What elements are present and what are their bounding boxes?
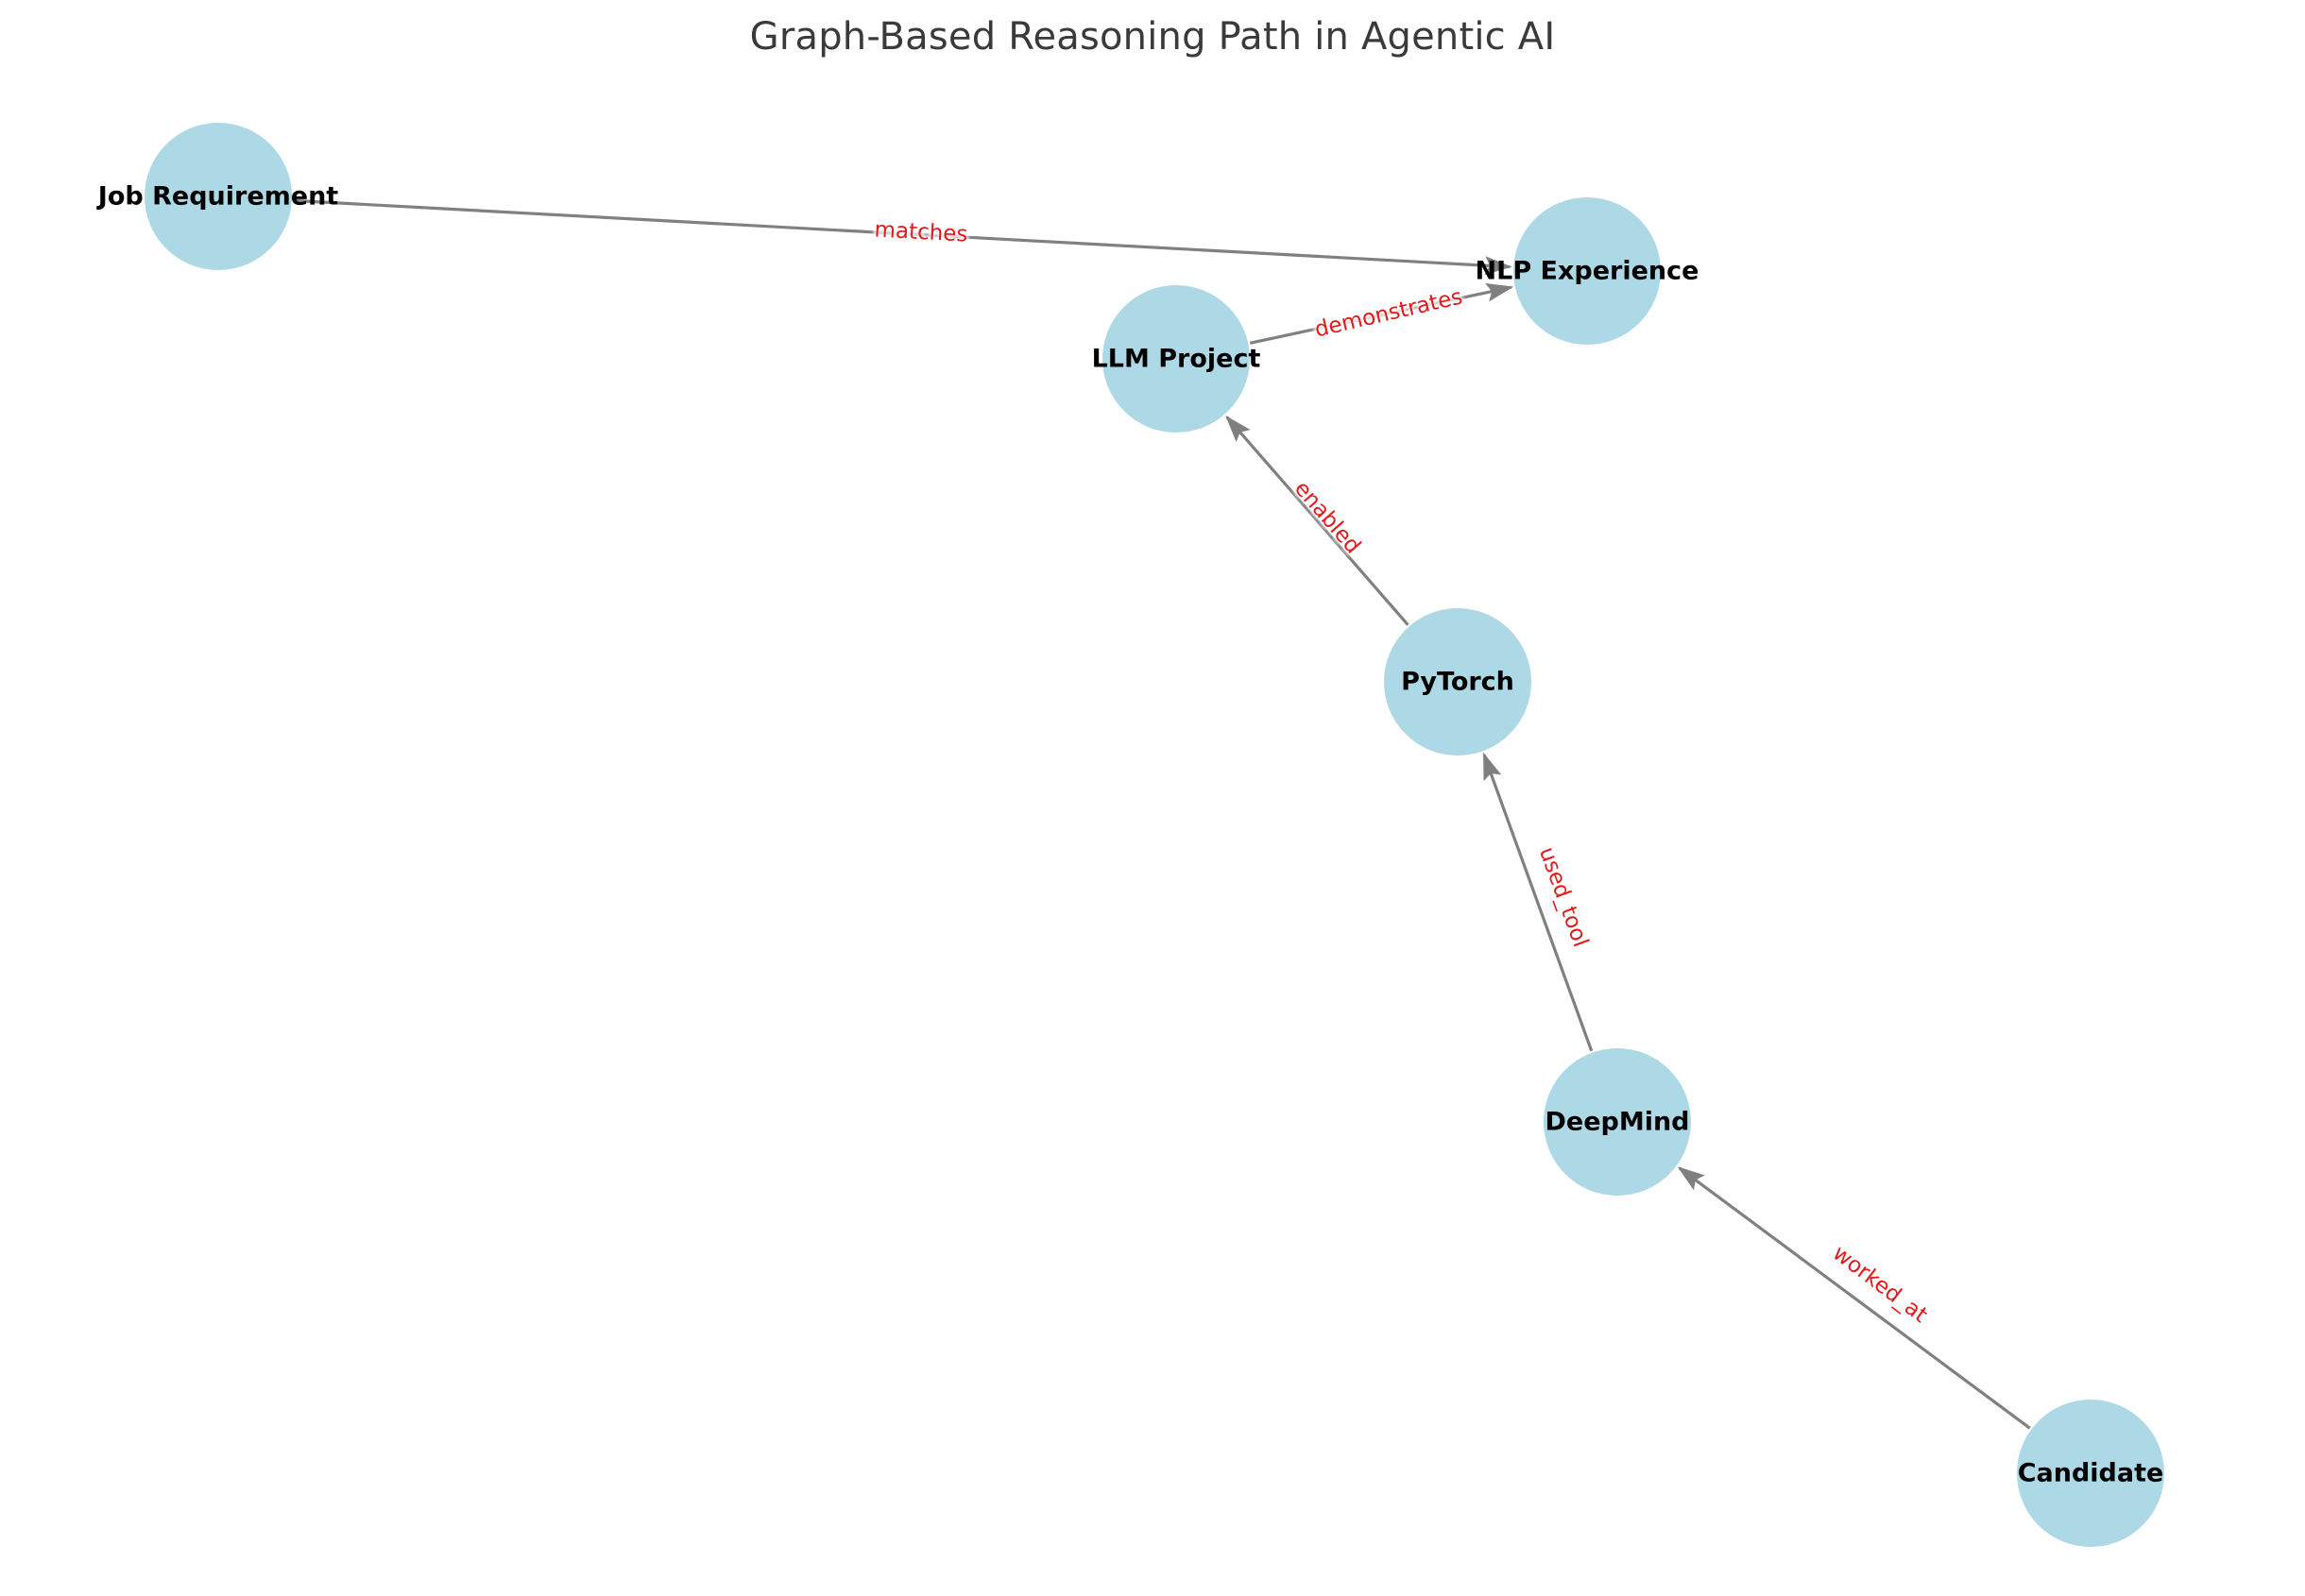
graph-edge bbox=[1249, 282, 1514, 345]
node-label-pytorch: PyTorch bbox=[1401, 667, 1514, 697]
graph-node-nlp-experience[interactable] bbox=[1513, 197, 1661, 345]
graph-node-candidate[interactable] bbox=[2017, 1400, 2164, 1547]
edge-label-matches: matches bbox=[873, 217, 969, 247]
node-label-candidate: Candidate bbox=[2017, 1458, 2164, 1488]
page-title: Graph-Based Reasoning Path in Agentic AI bbox=[749, 15, 1556, 59]
graph-node-deepmind[interactable] bbox=[1544, 1048, 1691, 1196]
graph-node-job-requirement[interactable] bbox=[145, 123, 292, 270]
graph-edge bbox=[1482, 752, 1594, 1052]
graph-edge bbox=[1677, 1166, 2031, 1430]
edges-group bbox=[293, 198, 2031, 1430]
node-label-nlp-experience: NLP Experience bbox=[1475, 256, 1699, 286]
node-label-job-requirement: Job Requirement bbox=[97, 181, 339, 212]
node-label-llm-project: LLM Project bbox=[1091, 344, 1261, 374]
node-label-deepmind: DeepMind bbox=[1545, 1107, 1690, 1137]
graph-edge bbox=[293, 198, 1512, 276]
graph-node-pytorch[interactable] bbox=[1384, 608, 1531, 756]
graph-node-llm-project[interactable] bbox=[1102, 285, 1250, 433]
graph-edge bbox=[1225, 415, 1409, 626]
